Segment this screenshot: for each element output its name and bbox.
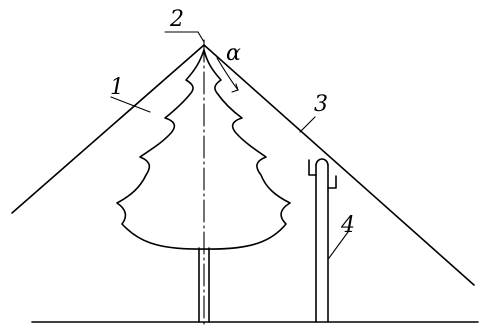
protection-zone-left-side: [11, 44, 205, 214]
angle-label: α: [226, 41, 241, 66]
label-3: 3: [314, 92, 328, 117]
label-4: 4: [340, 213, 355, 238]
label-2: 2: [169, 7, 184, 32]
pole-right-insulator: [327, 175, 337, 189]
angle-arc: [216, 57, 239, 91]
leader-line-2b: [197, 31, 205, 43]
leader-line-3: [299, 116, 316, 133]
leader-line-4: [328, 231, 349, 259]
pole-left-insulator: [308, 159, 317, 176]
angle-arrow-head: [231, 83, 239, 93]
pole-top: [315, 158, 329, 166]
leader-line-1: [110, 96, 151, 113]
label-1: 1: [110, 75, 124, 100]
protection-zone-right-side: [203, 44, 475, 286]
